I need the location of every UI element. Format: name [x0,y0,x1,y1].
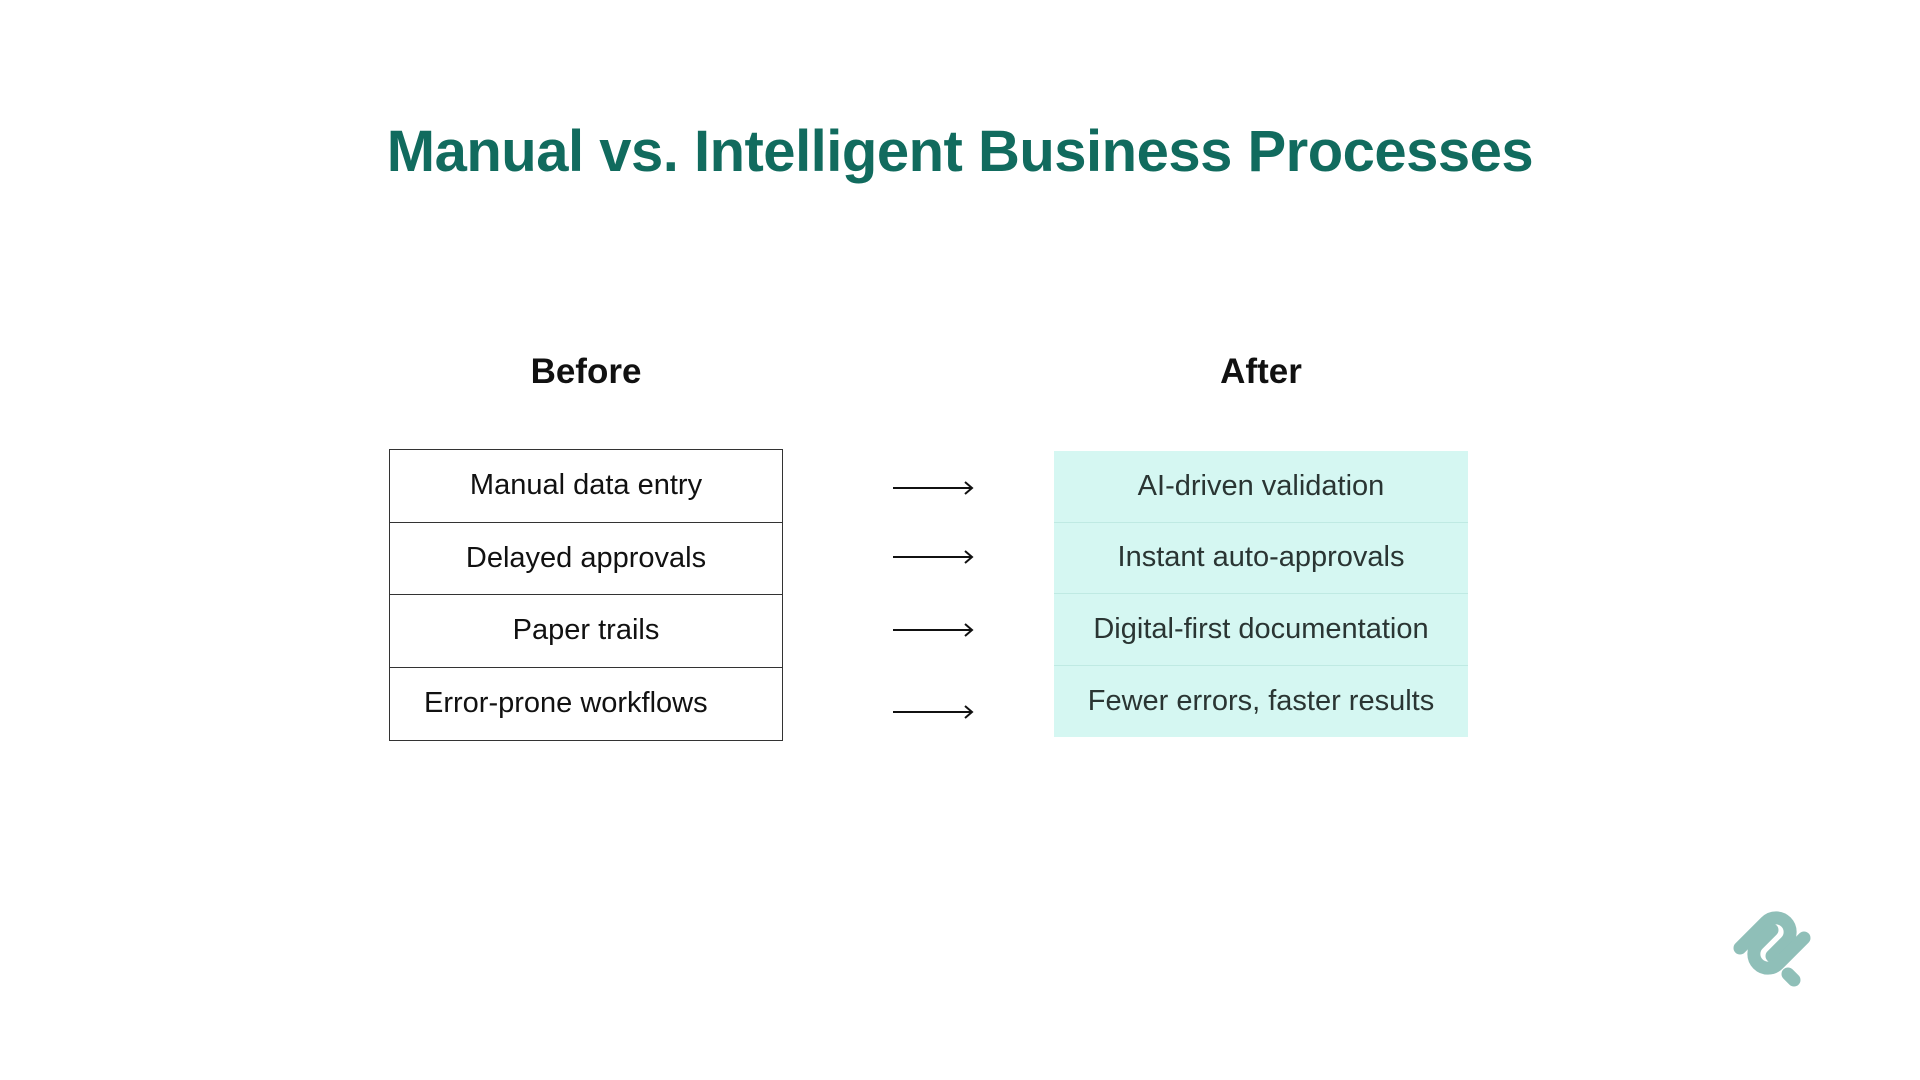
before-item: Error-prone workflows [424,687,708,720]
after-item: Instant auto-approvals [1054,523,1468,594]
right-arrow-icon [893,550,974,564]
before-item: Delayed approvals [390,523,782,595]
after-list: AI-driven validation Instant auto-approv… [1054,451,1468,737]
before-item: Paper trails [390,595,782,668]
right-arrow-icon [893,705,974,719]
before-item: Manual data entry [390,450,782,523]
right-arrow-icon [893,623,974,637]
brand-logo-icon [1733,911,1811,987]
page-title: Manual vs. Intelligent Business Processe… [386,119,1534,184]
after-item: AI-driven validation [1054,451,1468,523]
right-arrow-icon [893,481,974,495]
before-heading: Before [530,352,642,391]
after-item: Digital-first documentation [1054,594,1468,666]
after-item: Fewer errors, faster results [1087,684,1435,717]
after-heading: After [1220,352,1302,391]
before-list: Manual data entry Delayed approvals Pape… [389,449,783,741]
